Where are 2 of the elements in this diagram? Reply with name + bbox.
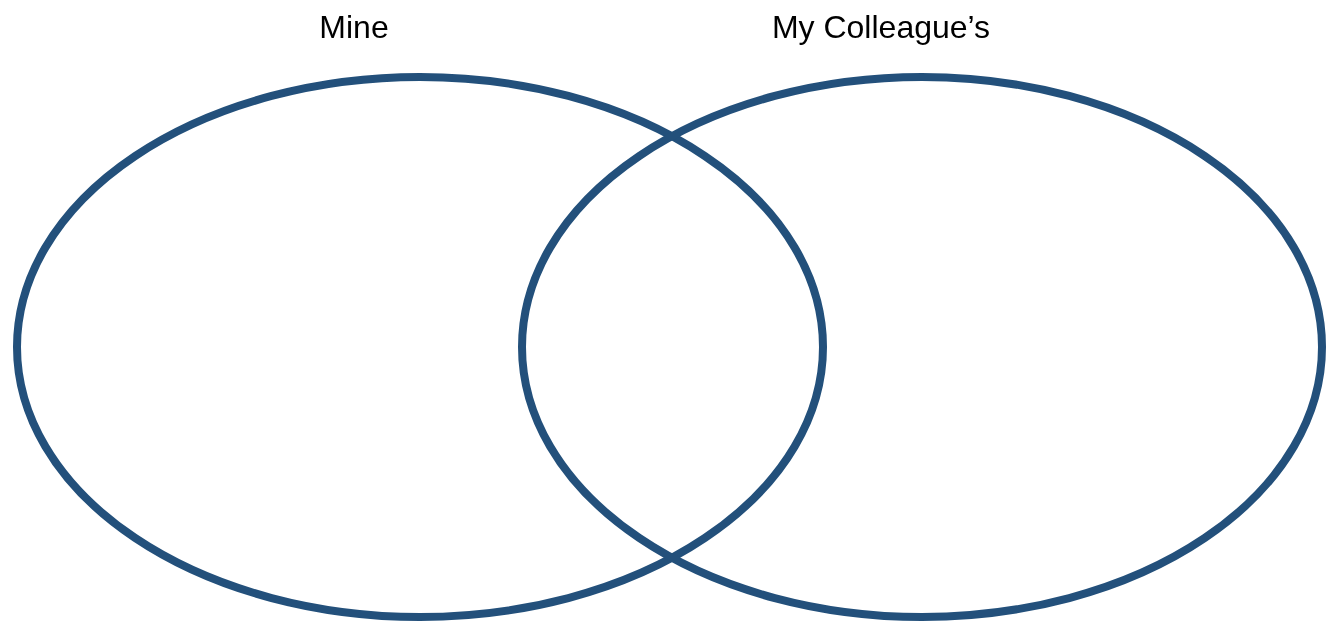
set-heading: Mine bbox=[319, 8, 389, 46]
set-heading: My Colleague’s bbox=[771, 8, 991, 46]
